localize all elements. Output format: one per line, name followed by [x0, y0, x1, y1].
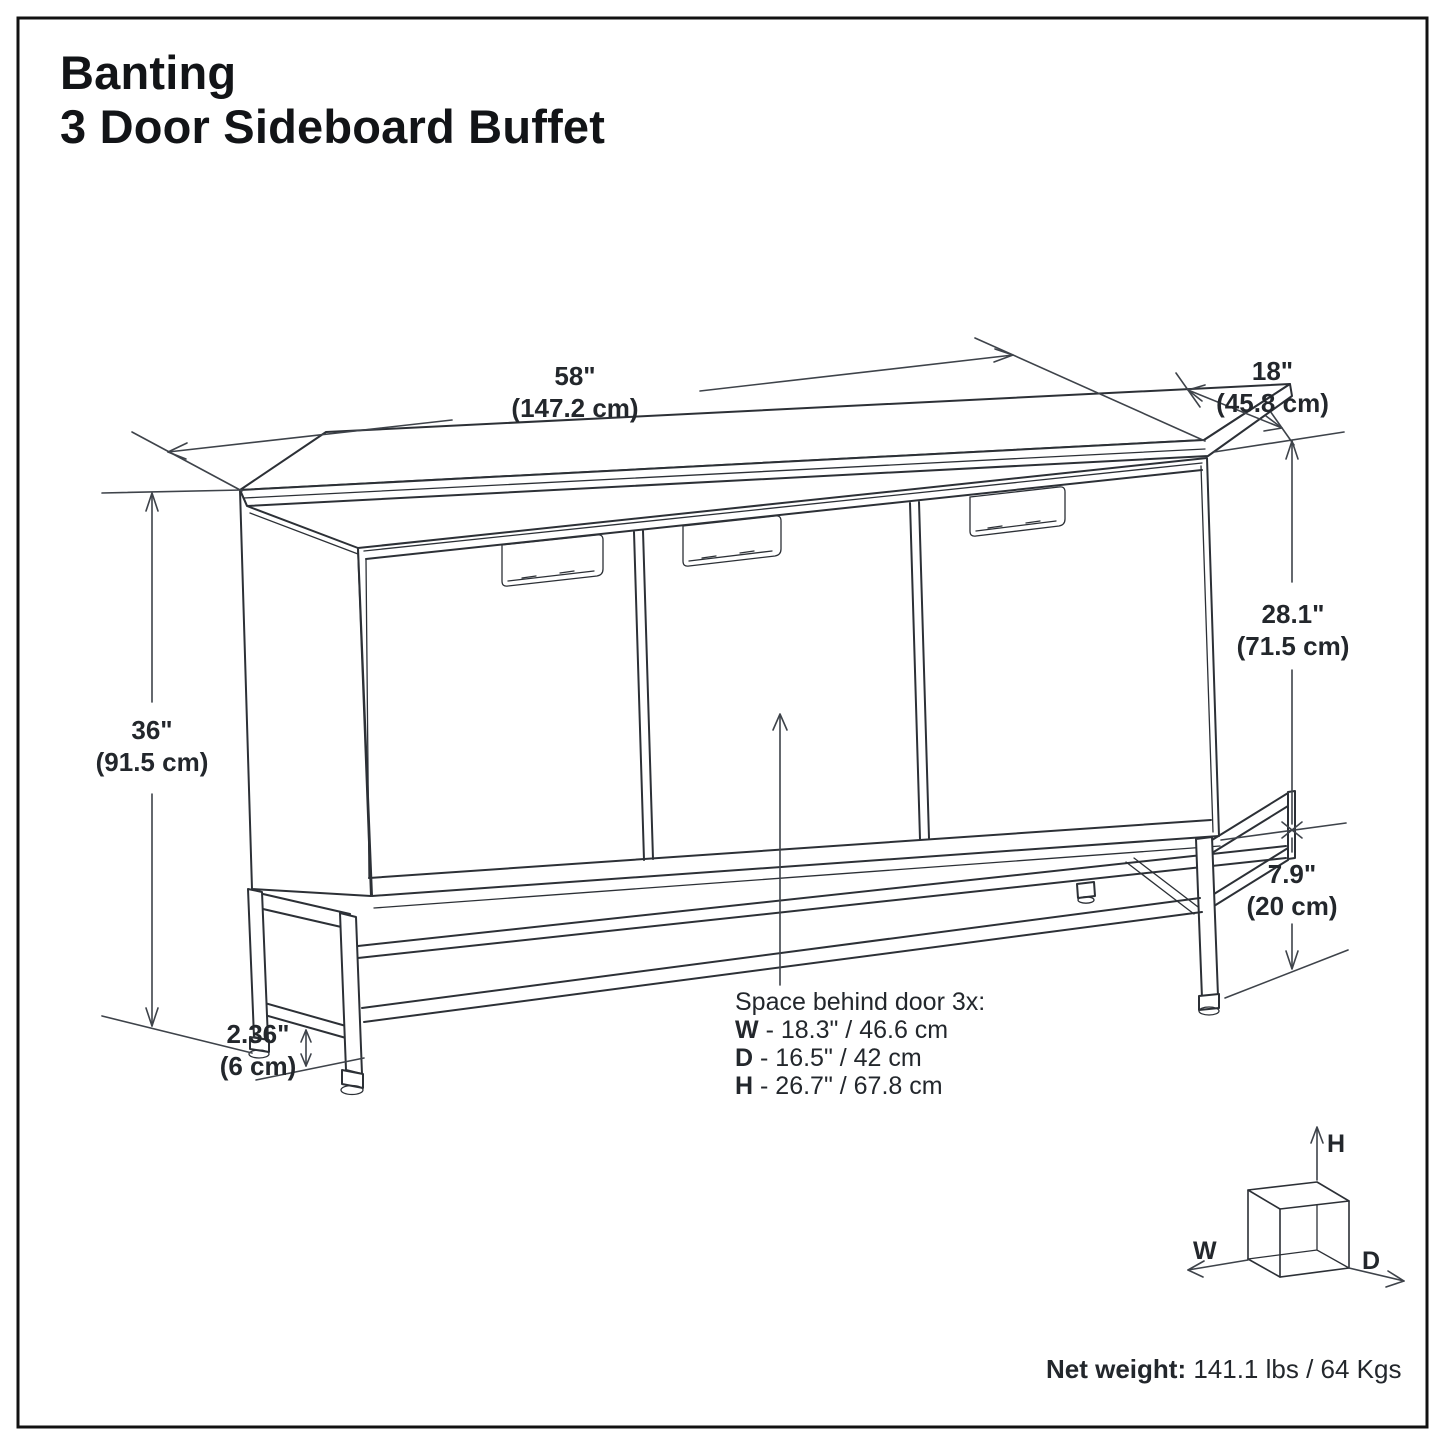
- orientation-cube: [1187, 1126, 1405, 1288]
- door-handle-icon-left: [501, 534, 604, 587]
- cabinet-left-side: [239, 489, 372, 897]
- interior-axis-w: W: [735, 1016, 759, 1044]
- net-weight: Net weight: 141.1 lbs / 64 Kgs: [1046, 1354, 1401, 1385]
- product-title-line-2: 3 Door Sideboard Buffet: [60, 100, 606, 153]
- door-handle-icon-right: [969, 486, 1066, 537]
- net-weight-value: 141.1 lbs / 64 Kgs: [1186, 1354, 1402, 1384]
- interior-space-note: Space behind door 3x: W - 18.3" / 46.6 c…: [735, 988, 985, 1100]
- product-title-line-1: Banting: [60, 46, 237, 99]
- dimension-clearance-inches: 2.36": [226, 1019, 290, 1049]
- dimension-clearance-label: 2.36" (6 cm): [168, 1018, 348, 1082]
- cube-w-label: W: [1193, 1237, 1217, 1265]
- cube-h-label: H: [1327, 1130, 1346, 1158]
- interior-space-row-d: D - 16.5" / 42 cm: [735, 1044, 985, 1072]
- cabinet-front: [357, 457, 1221, 909]
- interior-space-row-w: W - 18.3" / 46.6 cm: [735, 1016, 985, 1044]
- door-divider-left: [633, 530, 654, 861]
- dimension-lines: [101, 337, 1349, 1081]
- dimension-cabinet-height-label: 28.1" (71.5 cm): [1203, 598, 1383, 662]
- product-title: Banting 3 Door Sideboard Buffet: [60, 46, 605, 154]
- dimension-cabinet-height-lines: [1213, 431, 1347, 841]
- dimension-depth-label: 18" (45.8 cm): [1180, 355, 1365, 419]
- cube-d-axis: [1348, 1267, 1405, 1282]
- cube-w-axis: [1187, 1259, 1249, 1271]
- dimension-clearance-lines: [255, 1029, 365, 1081]
- interior-space-row-h: H - 26.7" / 67.8 cm: [735, 1072, 985, 1100]
- dimension-base-height-label: 7.9" (20 cm): [1202, 858, 1382, 922]
- dimension-cabinet-height-metric: (71.5 cm): [1236, 631, 1350, 661]
- interior-space-heading: Space behind door 3x:: [735, 988, 986, 1016]
- dimension-cabinet-height-inches: 28.1": [1261, 599, 1325, 629]
- dimension-width-metric: (147.2 cm): [511, 393, 639, 423]
- door-divider-right: [909, 501, 930, 840]
- dimension-depth-lines: [1175, 372, 1295, 446]
- dimension-depth-inches: 18": [1251, 356, 1294, 386]
- interior-callout-arrowhead: [772, 713, 788, 731]
- dimension-width-lines: [131, 337, 1206, 492]
- interior-axis-h: H: [735, 1072, 754, 1100]
- dimension-height-label: 36" (91.5 cm): [62, 714, 242, 778]
- dimension-base-height-inches: 7.9": [1267, 859, 1317, 889]
- page-border: [16, 16, 1429, 1429]
- door-handle-icon-center: [682, 515, 782, 567]
- interior-value-d: - 16.5" / 42 cm: [760, 1044, 922, 1072]
- dimension-width-inches: 58": [554, 361, 596, 391]
- interior-value-h: - 26.7" / 67.8 cm: [760, 1072, 943, 1100]
- dimension-clearance-metric: (6 cm): [219, 1051, 297, 1081]
- cube-d-label: D: [1362, 1247, 1381, 1275]
- dimension-height-metric: (91.5 cm): [95, 747, 209, 777]
- interior-axis-d: D: [735, 1044, 754, 1072]
- dimension-base-height-lines: [1224, 837, 1349, 999]
- base-frame: [247, 790, 1296, 1096]
- dimension-depth-metric: (45.8 cm): [1216, 388, 1329, 418]
- dimension-base-height-metric: (20 cm): [1246, 891, 1338, 921]
- dimension-height-inches: 36": [131, 715, 173, 745]
- interior-value-w: - 18.3" / 46.6 cm: [765, 1016, 949, 1044]
- net-weight-label: Net weight:: [1046, 1354, 1187, 1384]
- dimension-height-lines: [101, 489, 253, 1054]
- dimension-width-label: 58" (147.2 cm): [460, 360, 690, 424]
